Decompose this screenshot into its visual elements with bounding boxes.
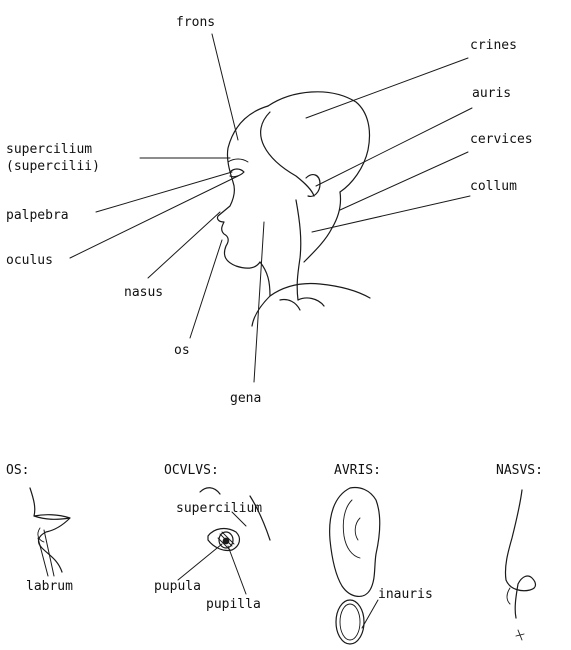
label-inauris: inauris (378, 587, 433, 602)
lips-drawing (29, 487, 71, 573)
label-os: os (174, 343, 190, 358)
label-oculus: oculus (6, 253, 53, 268)
earring-detail-hoop (335, 599, 365, 645)
eye-detail-lids (207, 527, 241, 552)
leader-cervices (339, 151, 469, 211)
leader-os (189, 239, 223, 339)
ear-detail-outer (329, 486, 381, 597)
detail-auris-title: AVRIS: (334, 463, 381, 478)
leader-supercilium-detail (231, 511, 247, 527)
label-crines: crines (470, 38, 517, 53)
leader-frons (211, 33, 239, 141)
lip-inner-curve (37, 527, 45, 543)
nose-detail-nostril (506, 587, 511, 605)
leader-collum (311, 195, 471, 233)
detail-oculus-title: OCVLVS: (164, 463, 219, 478)
label-nasus: nasus (124, 285, 163, 300)
detail-os-title: OS: (6, 463, 29, 478)
leader-inauris (361, 599, 379, 629)
leader-palpebra (95, 171, 233, 213)
label-frons: frons (176, 15, 215, 30)
label-cervices: cervices (470, 132, 533, 147)
leader-labrum-b (37, 537, 49, 577)
eye-outline (229, 168, 245, 178)
hairline-outline (260, 111, 315, 197)
leader-auris (315, 107, 473, 187)
detail-nasus: NASVS: (496, 463, 543, 641)
nose-detail-chin-mark (515, 629, 525, 641)
eye-detail-brow (199, 487, 271, 541)
label-supercilii: (supercilii) (6, 159, 100, 174)
leader-pupula (177, 543, 223, 581)
label-supercilium: supercilium (6, 142, 92, 157)
eye-detail-hatching (217, 531, 235, 551)
label-labrum: labrum (26, 579, 73, 594)
eye-detail-pupil (222, 537, 230, 545)
eye-detail-iris (218, 531, 234, 549)
label-auris: auris (472, 86, 511, 101)
skull-outline (267, 91, 371, 193)
earring-detail-hoop-inner (339, 603, 361, 641)
detail-auris: AVRIS: inauris (329, 463, 433, 645)
eyebrow-outline (227, 158, 249, 163)
ear-detail-inner (342, 499, 361, 559)
head-drawing (216, 91, 371, 327)
leader-crines (305, 57, 469, 119)
leader-nasus (147, 211, 221, 279)
label-gena: gena (230, 391, 261, 406)
label-palpebra: palpebra (6, 208, 69, 223)
leader-pupilla (227, 545, 247, 595)
detail-os: OS: labrum (6, 463, 73, 594)
nape-outline (303, 191, 342, 263)
label-collum: collum (470, 179, 517, 194)
leader-gena (253, 221, 265, 383)
leader-oculus (69, 175, 239, 259)
detail-oculus: OCVLVS: supercilium pupula pupilla (154, 463, 271, 612)
leader-labrum-a (43, 529, 55, 577)
label-pupula: pupula (154, 579, 201, 594)
face-profile-outline (216, 105, 269, 269)
main-leader-lines (69, 33, 473, 383)
nose-detail-profile (504, 489, 537, 619)
label-supercilium-detail: supercilium (176, 501, 262, 516)
main-labels: frons crines auris supercilium (supercil… (6, 15, 533, 406)
label-pupilla: pupilla (206, 597, 261, 612)
detail-nasus-title: NASVS: (496, 463, 543, 478)
